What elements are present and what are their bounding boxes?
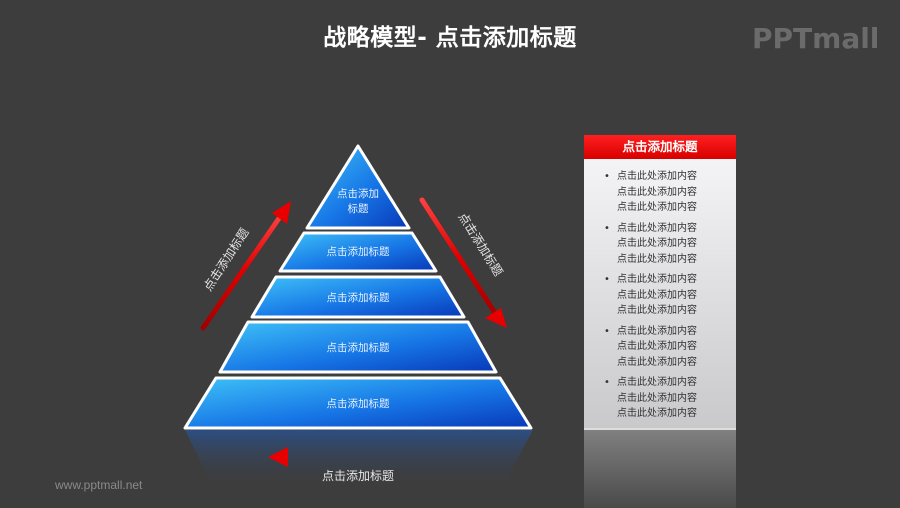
bullet-group-4: 点击此处添加内容 点击此处添加内容 点击此处添加内容: [584, 324, 736, 371]
level-5-label: 点击添加标题: [327, 397, 390, 410]
arrow-up-right-icon: [200, 201, 291, 331]
bullet-item: 点击此处添加内容: [617, 305, 697, 316]
left-arrow-label: 点击添加标题: [201, 226, 252, 294]
bullet-item: 点击此处添加内容: [617, 392, 697, 404]
level-3-label: 点击添加标题: [327, 291, 390, 304]
level-4-label: 点击添加标题: [327, 341, 390, 354]
bullet-group-5: 点击此处添加内容 点击此处添加内容 点击此处添加内容: [584, 375, 736, 422]
content-panel: 点击添加标题 点击此处添加内容 点击此处添加内容 点击此处添加内容 点击此处添加…: [584, 135, 736, 508]
bullet-item: 点击此处添加内容: [617, 186, 697, 198]
bullet-item: 点击此处添加内容: [617, 253, 697, 265]
bullet-item: 点击此处添加内容: [617, 408, 697, 419]
bullet-group-1: 点击此处添加内容 点击此处添加内容 点击此处添加内容: [584, 169, 736, 216]
bullet-item: 点击此处添加内容: [617, 356, 697, 368]
bottom-arrow-label: 点击添加标题: [322, 469, 394, 483]
panel-title[interactable]: 点击添加标题: [584, 135, 736, 159]
pyramid-level-3[interactable]: 点击添加标题: [250, 275, 466, 319]
bullet-item: 点击此处添加内容: [617, 202, 697, 213]
pyramid-level-4[interactable]: 点击添加标题: [218, 320, 498, 374]
pyramid-level-2[interactable]: 点击添加标题: [278, 231, 438, 273]
level-1-label-line1: 点击添加: [337, 187, 379, 200]
footer-url: www.pptmall.net: [55, 478, 143, 492]
bullet-group-3: 点击此处添加内容 点击此处添加内容 点击此处添加内容: [584, 272, 736, 319]
bullet-group-2: 点击此处添加内容 点击此处添加内容 点击此处添加内容: [584, 221, 736, 268]
pyramid-level-5[interactable]: 点击添加标题: [183, 376, 533, 430]
pptmall-logo: PPTmall: [752, 22, 880, 55]
arrow-down-right-icon: [419, 197, 507, 328]
bullet-item: 点击此处添加内容: [584, 324, 736, 340]
bullet-item: 点击此处添加内容: [617, 289, 697, 301]
pyramid-level-1[interactable]: 点击添加 标题: [305, 144, 411, 230]
level-2-label: 点击添加标题: [327, 245, 390, 258]
bullet-item: 点击此处添加内容: [584, 375, 736, 391]
page-title: 战略模型- 点击添加标题: [323, 25, 577, 51]
level-1-label-line2: 标题: [348, 203, 369, 215]
pyramid-reflection: [185, 430, 533, 490]
right-arrow-label: 点击添加标题: [455, 210, 505, 278]
panel-reflection: [584, 428, 736, 508]
bullet-item: 点击此处添加内容: [617, 238, 697, 249]
arrow-left-icon: [268, 447, 449, 467]
bullet-item: 点击此处添加内容: [584, 272, 736, 288]
bullet-item: 点击此处添加内容: [617, 341, 697, 352]
panel-body[interactable]: 点击此处添加内容 点击此处添加内容 点击此处添加内容 点击此处添加内容 点击此处…: [584, 159, 736, 428]
bullet-item: 点击此处添加内容: [584, 221, 736, 237]
bullet-item: 点击此处添加内容: [584, 169, 736, 185]
